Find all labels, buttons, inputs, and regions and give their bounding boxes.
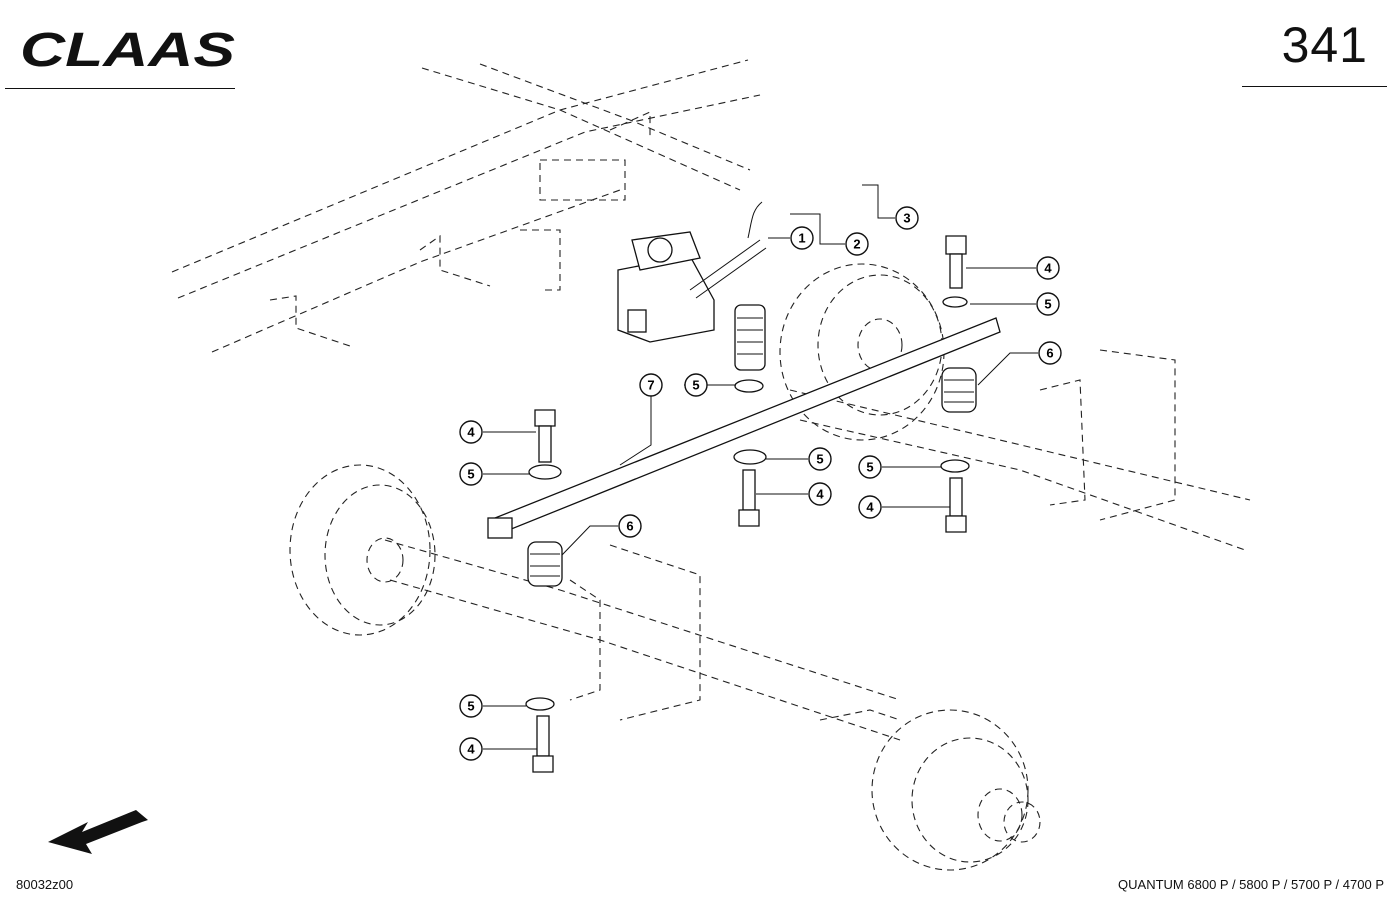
callout-4-label: 4	[1044, 261, 1052, 276]
callout-4-label: 4	[467, 425, 475, 440]
callout-1-label: 1	[798, 231, 805, 246]
page-number: 341	[1281, 17, 1368, 73]
callout-5-bottom: 5	[459, 694, 483, 718]
page-number-divider	[1242, 86, 1387, 87]
callout-4-label: 4	[866, 500, 874, 515]
washer-upper	[734, 379, 764, 393]
drawing-code: 80032z00	[16, 877, 74, 892]
rear-wheel-right	[779, 263, 1251, 551]
callout-5-label: 5	[1044, 297, 1051, 312]
callout-4-label: 4	[467, 742, 475, 757]
callout-6-label: 6	[1046, 346, 1053, 361]
callout-6-lower: 6	[618, 514, 642, 538]
callout-7-label: 7	[647, 378, 654, 393]
front-wheel-left	[289, 464, 901, 741]
callout-3-label: 3	[903, 211, 910, 226]
callout-3: 3	[895, 206, 919, 230]
callout-2: 2	[845, 232, 869, 256]
washers	[525, 296, 970, 711]
bolt-left	[534, 409, 556, 463]
callout-6-label: 6	[626, 519, 633, 534]
callout-5-label: 5	[467, 699, 474, 714]
callout-1: 1	[790, 226, 814, 250]
frame-outline	[171, 59, 761, 353]
callout-5-top-right: 5	[1036, 292, 1060, 316]
logo-text: CLAAS	[20, 26, 235, 72]
callout-5-label: 5	[866, 460, 873, 475]
stabilizer-bar	[487, 317, 1001, 539]
callout-4-bottom: 4	[459, 737, 483, 761]
bolt-center	[738, 469, 760, 527]
spring-right	[941, 367, 977, 413]
callout-6-right: 6	[1038, 341, 1062, 365]
callout-5-label: 5	[692, 378, 699, 393]
bolt-top-right	[945, 235, 967, 289]
callout-5-label: 5	[816, 452, 823, 467]
valve-assembly	[617, 201, 767, 343]
logo-divider	[5, 88, 235, 89]
callout-2-label: 2	[853, 237, 860, 252]
callout-4-label: 4	[816, 487, 824, 502]
spring-upper-left	[734, 304, 766, 371]
callout-7: 7	[639, 373, 663, 397]
callout-5-right-lower: 5	[858, 455, 882, 479]
spring-lower	[527, 541, 563, 587]
bolt-right-lower	[945, 477, 967, 533]
model-line: QUANTUM 6800 P / 5800 P / 5700 P / 4700 …	[1118, 877, 1384, 892]
callout-4-center: 4	[808, 482, 832, 506]
bolt-bottom	[532, 715, 554, 773]
callout-5-center: 5	[808, 447, 832, 471]
callout-5-label: 5	[467, 467, 474, 482]
arrow-down-left-icon	[48, 810, 148, 854]
claas-logo: CLAAS	[20, 26, 235, 72]
callout-5-left: 5	[459, 462, 483, 486]
leader-lines	[483, 184, 1038, 750]
front-wheel-right	[819, 709, 1041, 871]
callout-4-top-right: 4	[1036, 256, 1060, 280]
callout-4-left: 4	[459, 420, 483, 444]
callout-4-right-lower: 4	[858, 495, 882, 519]
callout-5-upper-center: 5	[684, 373, 708, 397]
